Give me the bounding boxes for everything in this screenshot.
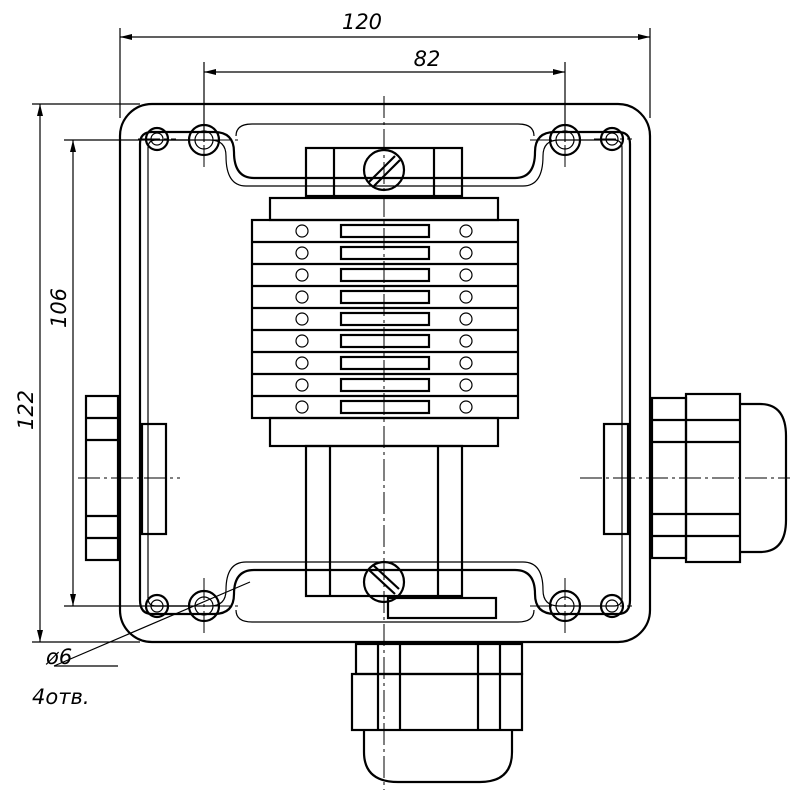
- dimension-overall-width: 120: [119, 10, 651, 118]
- terminal-screw-left: [295, 246, 309, 260]
- terminal-screw-right: [459, 378, 473, 392]
- terminal-screw-right: [459, 400, 473, 414]
- dim-label-120: 120: [342, 10, 382, 34]
- terminal-screw-left: [295, 356, 309, 370]
- terminal-row: [252, 262, 518, 283]
- hole-count-label: 4отв.: [32, 685, 90, 709]
- terminal-row: [252, 350, 518, 371]
- screw-bottom: [362, 560, 406, 604]
- terminal-row: [252, 284, 518, 305]
- terminal-marker-strip: [339, 377, 431, 393]
- terminal-screw-left: [295, 268, 309, 282]
- terminal-marker-strip: [339, 311, 431, 327]
- terminal-marker-strip: [339, 289, 431, 305]
- terminal-marker-strip: [339, 399, 431, 415]
- terminal-screw-left: [295, 334, 309, 348]
- terminal-marker-strip: [339, 245, 431, 261]
- terminal-marker-strip: [339, 267, 431, 283]
- terminal-list: [252, 223, 518, 415]
- terminal-row: [295, 223, 473, 239]
- dim-label-122: 122: [14, 390, 38, 430]
- hole-callout: ø6 4отв.: [32, 581, 251, 709]
- screw-top: [362, 148, 406, 192]
- hole-diameter-label: ø6: [45, 645, 72, 669]
- terminal-screw-right: [459, 268, 473, 282]
- terminal-screw-right: [459, 312, 473, 326]
- dimension-hole-spacing-vertical: 106: [47, 139, 190, 607]
- din-rail: [304, 146, 498, 620]
- cable-gland-left: [84, 394, 168, 562]
- dim-label-82: 82: [414, 47, 441, 71]
- terminal-marker-strip: [339, 355, 431, 371]
- cable-gland-bottom: [350, 642, 524, 784]
- terminal-row: [252, 328, 518, 349]
- terminal-screw-left: [295, 312, 309, 326]
- terminal-screw-right: [459, 246, 473, 260]
- dim-label-106: 106: [47, 288, 71, 328]
- terminal-screw-right: [459, 356, 473, 370]
- terminal-row: [252, 394, 518, 415]
- terminal-row: [252, 372, 518, 393]
- terminal-screw-right: [459, 290, 473, 304]
- terminal-screw-right: [459, 224, 473, 238]
- terminal-block: [250, 196, 520, 448]
- terminal-screw-left: [295, 290, 309, 304]
- dimension-hole-spacing-horizontal: 82: [203, 47, 566, 142]
- cable-gland-right: [602, 392, 788, 564]
- terminal-screw-left: [295, 224, 309, 238]
- terminal-screw-right: [459, 334, 473, 348]
- terminal-marker-strip: [339, 223, 431, 239]
- dimension-overall-height: 122: [14, 103, 140, 643]
- terminal-row: [252, 306, 518, 327]
- terminal-screw-left: [295, 400, 309, 414]
- terminal-screw-left: [295, 378, 309, 392]
- terminal-marker-strip: [339, 333, 431, 349]
- terminal-row: [252, 240, 518, 261]
